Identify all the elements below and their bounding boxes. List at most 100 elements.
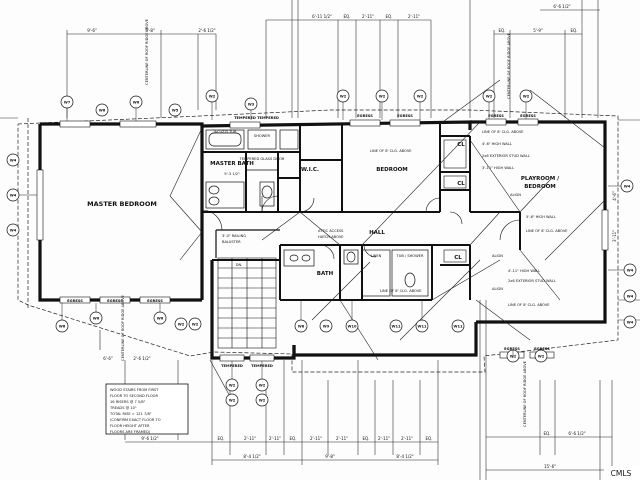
window-tag: W2: [259, 384, 266, 388]
stairs-note-line: TOTAL RISE = 121 7/8": [109, 412, 152, 416]
ceiling-note-2: LINE OF 8' CLG. ABOVE: [380, 289, 422, 293]
dimension-text: 2'-6 1/2": [198, 28, 215, 33]
dimension-text: 5'-8": [145, 28, 155, 33]
playroom-note-4: 3'-11" HIGH WALL: [482, 166, 514, 170]
stairs-note-line: FLOORS ARE FRAMED): [110, 430, 151, 434]
eq-label: EQ.: [544, 431, 551, 436]
railing-note-2: BALUSTER: [222, 240, 241, 244]
window-tag: W8: [298, 325, 305, 329]
window-tag: W4: [627, 269, 634, 273]
window-tag: W4: [627, 321, 634, 325]
dimension-text: 6'-6 1/2": [553, 4, 570, 9]
egress-label: EGRESS: [107, 299, 123, 303]
stairs-note-line: TREADS @ 10": [109, 406, 137, 410]
dimension-text: 6'-6": [103, 356, 113, 361]
stairs-note-line: 16 RISERS @ 7 5/8": [110, 400, 146, 404]
window-tag: W4: [10, 229, 17, 233]
cmls-watermark-box: [604, 466, 640, 480]
playroom-note-1: LINE OF 8' CLG. ABOVE: [482, 130, 524, 134]
railing-note: 3'-0" RAILING: [222, 234, 246, 238]
tag-leaders: [19, 102, 624, 379]
stairs-note-line: FLOOR HEIGHT AFTER: [110, 424, 150, 428]
cmls-watermark: CMLS: [611, 469, 632, 478]
ridge-note-bottom-left: CENTERLINE OF ROOF RIDGE ABOVE: [121, 294, 125, 361]
align-note-2: ALIGN: [492, 254, 503, 258]
tub-shower-label: TUB / SHOWER: [396, 254, 424, 258]
egress-label: EGRESS: [504, 347, 520, 351]
stairs-note-line: (CONFIRM EXACT FLOOR TO: [110, 418, 161, 422]
dimension-text: 2'-11": [244, 436, 256, 441]
window-tag: W2: [259, 399, 266, 403]
stairs-note-box: [105, 383, 189, 435]
dimension-text: 2'-11": [310, 436, 322, 441]
window-tag: W3: [248, 103, 255, 107]
window-tag: W6: [133, 101, 140, 105]
dimension-text: 8'-4 1/2": [396, 454, 413, 459]
dimension-text: 9'-6 1/2": [141, 436, 158, 441]
eq-label: EQ.: [426, 436, 433, 441]
window-tag: W11: [392, 325, 401, 329]
window-tag: W2: [340, 95, 347, 99]
window-tag: W6: [59, 325, 66, 329]
window-tag: W6: [93, 317, 100, 321]
bath-fixtures: [283, 249, 429, 297]
window-tag: W2: [523, 95, 530, 99]
roof-lines: [169, 79, 606, 401]
egress-label: EGRESS: [534, 347, 550, 351]
window-tag: W2: [209, 95, 216, 99]
room-label-master-bath: MASTER BATH: [210, 161, 254, 167]
window-tag: W2: [229, 384, 236, 388]
egress-label: EGRESS: [67, 299, 83, 303]
ridge-note-left: CENTERLINE OF ROOF RIDGE ABOVE: [145, 18, 149, 85]
window-tag: W2: [538, 355, 545, 359]
master-bath-dimension: 9'-3 1/2": [224, 172, 240, 176]
window-tag: W4: [10, 159, 17, 163]
ceiling-note-1: LINE OF 8' CLG. ABOVE: [370, 149, 412, 153]
dimension-text: 8'-4 1/2": [243, 454, 260, 459]
dimension-text: 6'-11 1/2": [312, 14, 332, 19]
window-tag: W2: [192, 323, 199, 327]
playroom-note-2: 4'-6" HIGH WALL: [482, 142, 512, 146]
dimension-text: 9'-6": [87, 28, 97, 33]
window-tag: W2: [229, 399, 236, 403]
room-label-closet-3: CL: [454, 255, 462, 261]
room-label-hall: HALL: [369, 230, 385, 236]
dimension-text: 15'-6": [544, 464, 556, 469]
room-label-closet-1: CL: [457, 142, 465, 148]
eq-label: EQ.: [344, 14, 351, 19]
window-tag: W6: [157, 317, 164, 321]
attic-access-note: ATTIC ACCESS: [318, 229, 344, 233]
shower-label: SHOWER: [254, 134, 271, 138]
egress-label: EGRESS: [357, 114, 373, 118]
window-tag: W2: [417, 95, 424, 99]
ridge-note-top: CENTERLINE OF ROOF RIDGE ABOVE: [507, 32, 511, 99]
attic-access-note-2: HATCH ABOVE: [318, 235, 344, 239]
playroom-note-9: LINE OF 8' CLG. ABOVE: [508, 303, 550, 307]
dimension-text: 2'-11": [362, 14, 374, 19]
dimension-lines: [67, 9, 612, 471]
dimension-text: 2'-11": [269, 436, 281, 441]
tempered-label: TEMPERED: [234, 116, 256, 120]
window-tag: W6: [99, 109, 106, 113]
playroom-note-7: 4'-11" HIGH WALL: [508, 269, 540, 273]
playroom-note-6: LINE OF 8' CLG. ABOVE: [526, 229, 568, 233]
roof-overhang-line: [17, 109, 619, 373]
dimension-text: 2'-11": [336, 436, 348, 441]
dimension-text: 2'-11": [401, 436, 413, 441]
window-tag: W4: [624, 185, 631, 189]
egress-label: EGRESS: [147, 299, 163, 303]
closet-details: [443, 139, 467, 263]
align-note-3: ALIGN: [492, 287, 503, 291]
window-tag: W11: [418, 325, 427, 329]
dimension-text: 3'-11": [612, 230, 617, 242]
dimension-text: 2'-11": [408, 14, 420, 19]
dimension-text: 4'-6": [612, 191, 617, 201]
window-tag: W7: [64, 101, 71, 105]
window-tag: W2: [379, 95, 386, 99]
eq-label: EQ.: [499, 28, 506, 33]
window-tag-labels: W7 W6 W6 W5 W2 W3 W2 W2 W2 W2 W2 W4 W4 W…: [10, 95, 634, 403]
window-tag: W5: [172, 109, 179, 113]
eq-label: EQ.: [290, 436, 297, 441]
